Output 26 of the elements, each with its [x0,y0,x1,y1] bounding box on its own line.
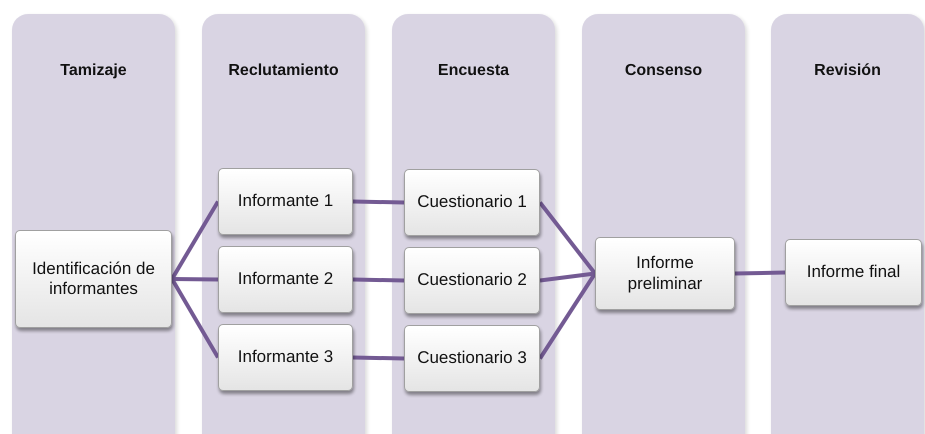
stage-column [582,14,745,434]
process-box: Informante 3 [218,324,353,391]
connector-line [172,277,218,282]
connector-line [352,200,404,204]
stage-heading: Encuesta [436,62,510,80]
connector-line [538,201,597,275]
stage-column [12,14,175,434]
connector-line [352,278,404,282]
stage-heading: Tamizaje [59,62,128,80]
connector-line [734,270,786,276]
connector-line [540,272,596,282]
process-box: Informe preliminar [595,237,735,310]
process-box: Informe final [785,239,922,306]
stage-column [392,14,555,434]
stage-column [202,14,365,434]
process-box: Cuestionario 1 [404,169,540,236]
connector-line [352,356,404,360]
process-box: Informante 1 [218,168,353,235]
stage-heading: Consenso [624,62,704,80]
stage-heading: Revisión [813,62,882,80]
process-box: Cuestionario 2 [404,247,540,314]
process-box: Cuestionario 3 [404,325,540,392]
process-box: Informante 2 [218,246,353,313]
stage-column [771,14,924,434]
stage-heading: Reclutamiento [227,62,340,80]
process-box: Identificación de informantes [15,230,172,328]
